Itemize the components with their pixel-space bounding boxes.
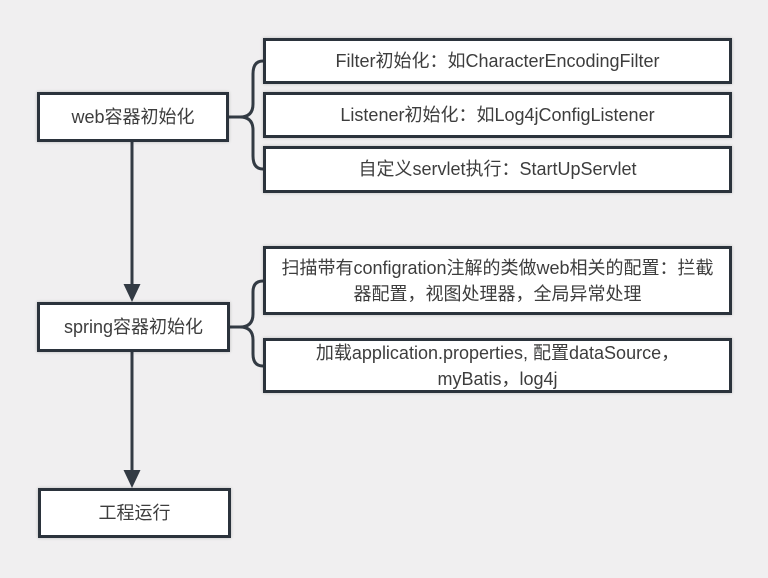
arrow-spring-to-run <box>123 352 141 488</box>
node-project-run-label: 工程运行 <box>98 502 171 523</box>
node-web-container-init: web容器初始化 <box>37 92 229 142</box>
node-custom-servlet: 自定义servlet执行：StartUpServlet <box>263 146 732 193</box>
node-web-container-init-label: web容器初始化 <box>71 106 195 127</box>
node-load-properties-label: 加载application.properties, 配置dataSource，m… <box>315 342 680 389</box>
node-listener-init: Listener初始化：如Log4jConfigListener <box>263 92 732 138</box>
node-filter-init-label: Filter初始化：如CharacterEncodingFilter <box>335 50 660 71</box>
node-project-run: 工程运行 <box>38 488 231 538</box>
node-listener-init-label: Listener初始化：如Log4jConfigListener <box>340 104 655 125</box>
node-spring-container-init-label: spring容器初始化 <box>63 316 204 337</box>
node-scan-configuration-label: 扫描带有configration注解的类做web相关的配置：拦截器配置，视图处理… <box>281 257 714 304</box>
node-load-properties: 加载application.properties, 配置dataSource，m… <box>263 338 732 393</box>
brace-web-group <box>227 59 265 171</box>
node-spring-container-init: spring容器初始化 <box>37 302 230 352</box>
brace-spring-group <box>228 279 265 368</box>
arrow-web-to-spring <box>123 142 141 302</box>
node-scan-configuration: 扫描带有configration注解的类做web相关的配置：拦截器配置，视图处理… <box>263 246 732 315</box>
node-filter-init: Filter初始化：如CharacterEncodingFilter <box>263 38 732 84</box>
node-custom-servlet-label: 自定义servlet执行：StartUpServlet <box>358 159 637 179</box>
